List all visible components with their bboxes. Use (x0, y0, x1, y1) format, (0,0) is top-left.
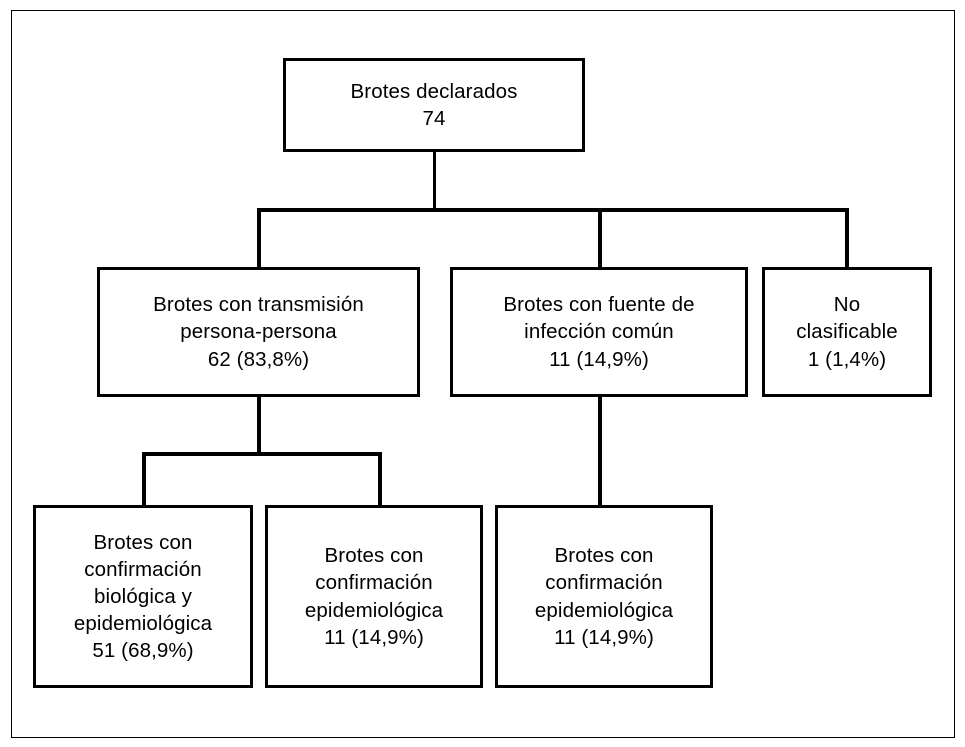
connector-fuente-comun-stem (598, 397, 602, 508)
node-brotes-declarados[interactable]: Brotes declarados 74 (283, 58, 585, 152)
node-fuente-infeccion-comun[interactable]: Brotes con fuente de infección común 11 … (450, 267, 748, 397)
node-confirmacion-biologica-epidemiologica[interactable]: Brotes con confirmación biológica y epid… (33, 505, 253, 688)
node-confirmacion-epidemiologica-persona[interactable]: Brotes con confirmación epidemiológica 1… (265, 505, 483, 688)
connector-persona-stem (257, 397, 261, 455)
node-transmision-persona-persona[interactable]: Brotes con transmisión persona-persona 6… (97, 267, 420, 397)
connector-level1-bus (257, 208, 849, 212)
connector-drop-fuente-comun (598, 208, 602, 270)
connector-root-stem (432, 152, 436, 211)
connector-level2-bus (142, 452, 382, 456)
connector-drop-person-persona (257, 208, 261, 270)
connector-drop-no-clasificable (845, 208, 849, 270)
node-confirmacion-epidemiologica-fuente[interactable]: Brotes con confirmación epidemiológica 1… (495, 505, 713, 688)
connector-drop-epi-a (378, 452, 382, 508)
connector-drop-bio-epi (142, 452, 146, 508)
node-no-clasificable[interactable]: No clasificable 1 (1,4%) (762, 267, 932, 397)
